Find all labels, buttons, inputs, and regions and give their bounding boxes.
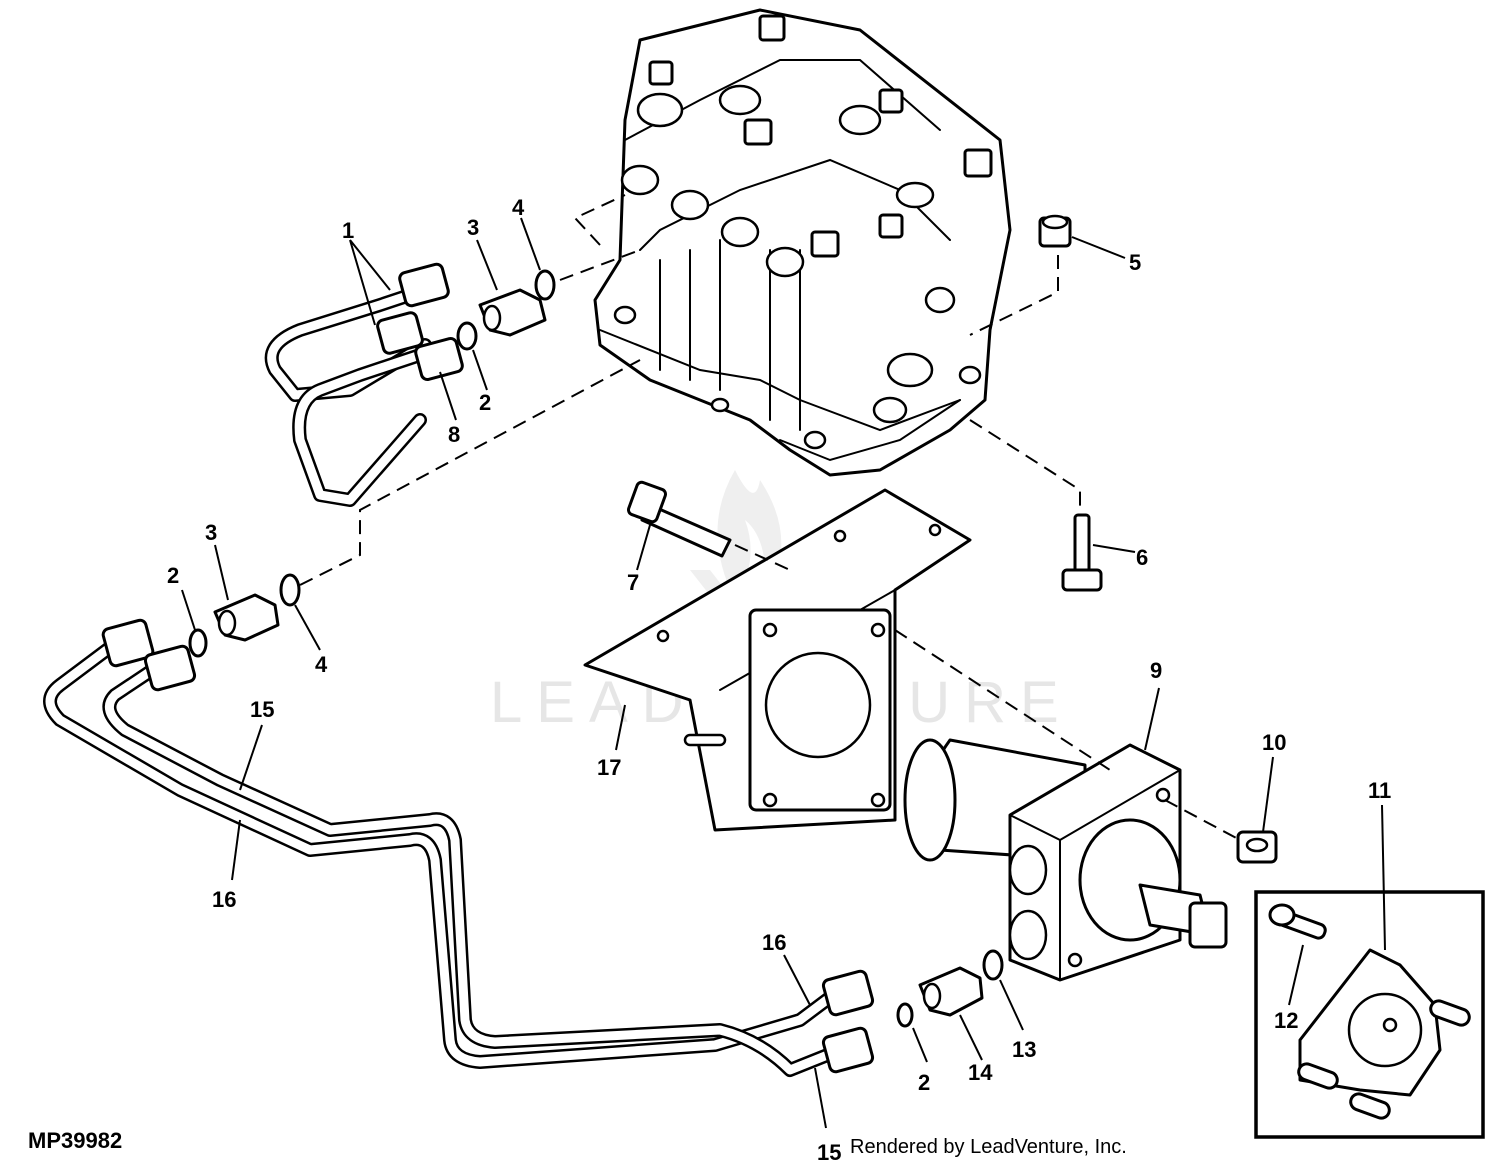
upper-o-ring	[534, 269, 556, 301]
callout-11: 11	[1368, 778, 1391, 803]
callouts: 1 3 4 5 2 8 3 6 2 7 4 9 15 10 17 11 16 1…	[167, 195, 1391, 1165]
callout-12: 12	[1274, 1008, 1298, 1033]
plug-fitting	[1038, 214, 1072, 248]
hydraulic-motor	[903, 738, 1228, 982]
lower-seal-ring-left	[188, 628, 208, 658]
callout-3-lower: 3	[205, 520, 217, 545]
mounting-bracket	[583, 488, 972, 832]
callout-9: 9	[1150, 658, 1162, 683]
callout-8: 8	[448, 422, 460, 447]
lock-nut	[1236, 830, 1278, 864]
cap-screw-bracket	[626, 480, 732, 558]
callout-7: 7	[627, 570, 639, 595]
lower-o-ring-left	[279, 573, 301, 607]
callout-16-left: 16	[212, 887, 236, 912]
callout-16-right: 16	[762, 930, 786, 955]
callout-4-lower: 4	[315, 652, 328, 677]
callout-15-upper: 15	[250, 697, 274, 722]
motor-o-ring	[982, 949, 1004, 981]
wheel-bolt	[1268, 903, 1327, 940]
render-credit: Rendered by LeadVenture, Inc.	[850, 1136, 1127, 1158]
cap-screw-lower	[1061, 513, 1103, 592]
callout-10: 10	[1262, 730, 1286, 755]
figure-id: MP39982	[28, 1128, 123, 1153]
callout-14: 14	[968, 1060, 993, 1085]
callout-6: 6	[1136, 545, 1148, 570]
upper-seal-ring	[456, 321, 478, 351]
wheel-hub	[1297, 948, 1471, 1120]
callout-13: 13	[1012, 1037, 1036, 1062]
lower-hydraulic-lines	[43, 618, 875, 1077]
callout-15-lower: 15	[817, 1140, 841, 1165]
upper-fitting-adapter	[478, 288, 547, 337]
callout-17: 17	[597, 755, 621, 780]
callout-2-left: 2	[167, 563, 179, 588]
hydrostatic-pump	[593, 8, 1012, 477]
callout-5: 5	[1129, 250, 1141, 275]
lower-seal-ring-right	[896, 1002, 914, 1028]
upper-hose-assembly	[264, 262, 464, 507]
leader-lines	[181, 217, 1386, 1129]
callout-4-upper: 4	[512, 195, 525, 220]
lower-fitting-adapter-left	[213, 593, 280, 642]
callout-2-right: 2	[918, 1070, 930, 1095]
callout-2-upper: 2	[479, 390, 491, 415]
motor-fitting-adapter	[918, 966, 984, 1017]
callout-1: 1	[342, 218, 354, 243]
callout-3-upper: 3	[467, 215, 479, 240]
assembly-lines	[299, 194, 1241, 841]
